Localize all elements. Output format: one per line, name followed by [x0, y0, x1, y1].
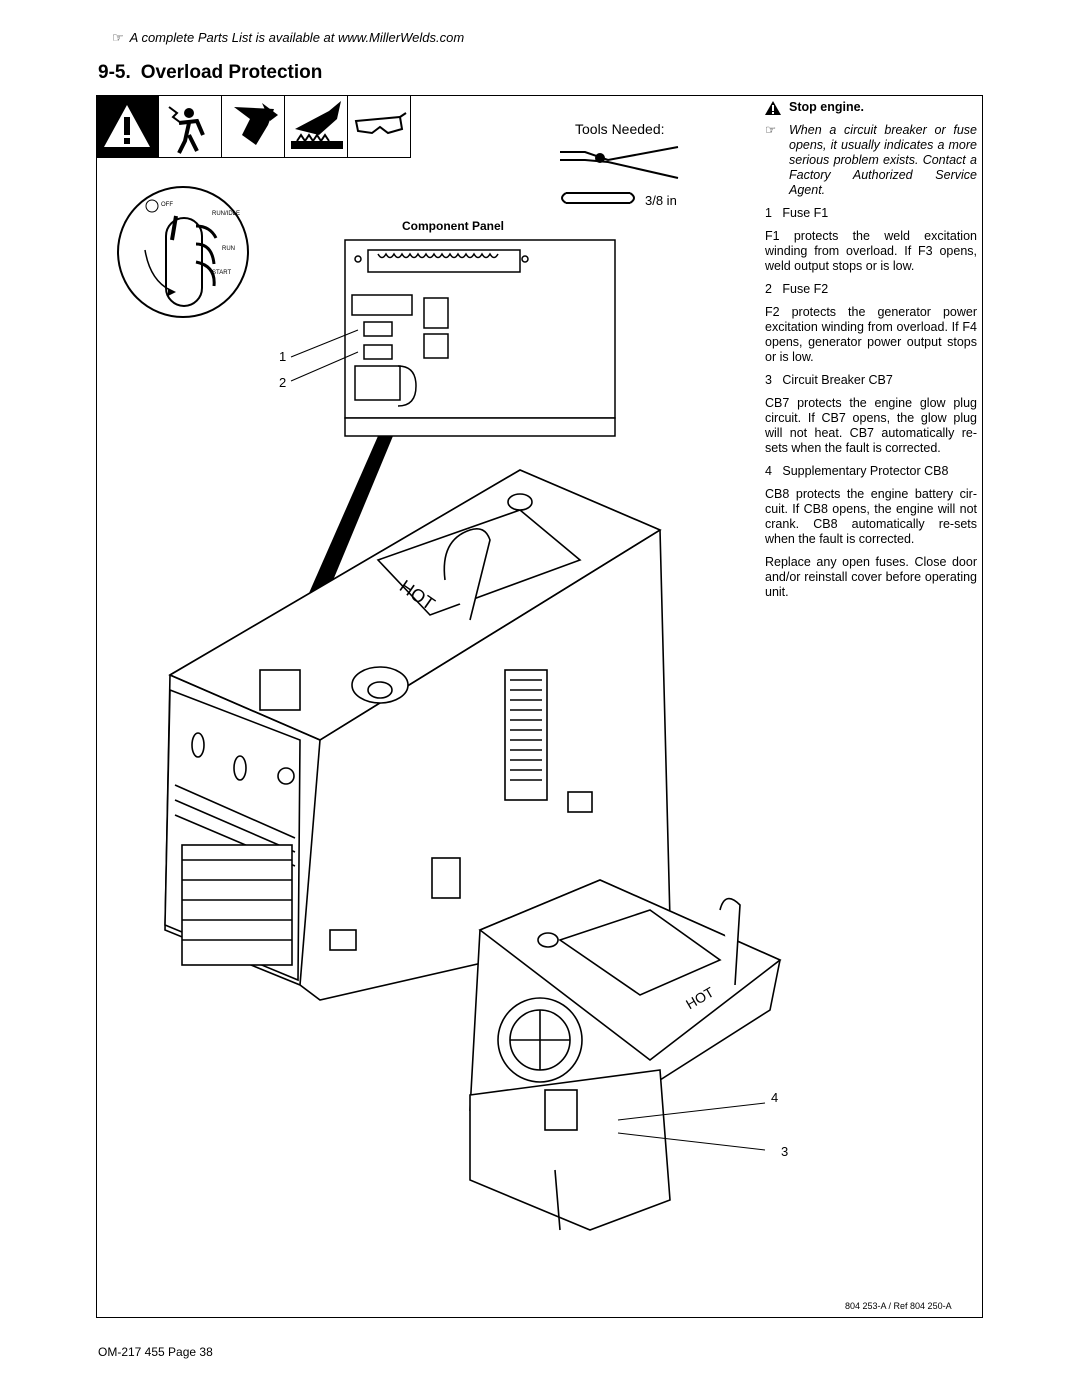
instructions-column: Stop engine. ☞ When a circuit breaker or … [765, 100, 977, 608]
item-3-heading: 3 Circuit Breaker CB7 [765, 373, 893, 387]
general-warning-icon [96, 95, 159, 158]
warning-row: Stop engine. [765, 100, 977, 115]
hot-surface-icon [285, 95, 348, 158]
safety-icon-strip [96, 95, 414, 158]
stop-engine-text: Stop engine. [789, 100, 864, 114]
switch-off-label: OFF [161, 202, 173, 208]
item-4-heading: 4 Supplementary Protector CB8 [765, 464, 949, 478]
switch-run-label: RUN [222, 246, 235, 252]
section-title: 9-5. Overload Protection [98, 62, 332, 84]
callout-3: 3 [781, 1144, 789, 1159]
item-4-description: CB8 protects the engine battery cir-cuit… [765, 487, 977, 546]
item-1-description: F1 protects the weld excitation winding … [765, 229, 977, 273]
figure-frame [96, 95, 983, 1318]
page-footer: OM-217 455 Page 38 [98, 1345, 213, 1359]
switch-start-label: START [212, 270, 232, 276]
electric-shock-icon [159, 95, 222, 158]
switch-run-idle-label: RUN/IDLE [212, 211, 241, 217]
service-note-text: When a circuit breaker or fuse opens, it… [789, 123, 977, 197]
item-1-heading: 1 Fuse F1 [765, 206, 829, 220]
eye-protection-icon [348, 95, 411, 158]
service-note: ☞ When a circuit breaker or fuse opens, i… [765, 123, 977, 198]
parts-list-note: ☞ A complete Parts List is available at w… [112, 30, 464, 46]
callout-1: 1 [279, 349, 287, 364]
component-panel-label: Component Panel [402, 219, 505, 233]
closing-instruction: Replace any open fuses. Close door and/o… [765, 555, 977, 599]
warning-triangle-icon [765, 100, 781, 115]
item-2-heading: 2 Fuse F2 [765, 282, 829, 296]
tools-needed-label: Tools Needed: [575, 121, 665, 137]
figure-reference: 804 253-A / Ref 804 250-A [845, 1301, 952, 1311]
item-2-description: F2 protects the generator power excitati… [765, 305, 977, 364]
callout-2: 2 [279, 375, 287, 390]
wrench-size-label: 3/8 in [645, 193, 677, 208]
callout-4: 4 [771, 1090, 779, 1105]
section-title-text: Overload Protection [140, 62, 323, 83]
parts-list-note-text: A complete Parts List is available at ww… [129, 30, 465, 45]
moving-parts-hazard-icon [222, 95, 285, 158]
pointing-hand-icon: ☞ [765, 123, 777, 137]
section-number: 9-5. [98, 62, 131, 83]
item-3-description: CB7 protects the engine glow plug circui… [765, 396, 977, 455]
pointing-hand-icon: ☞ [112, 30, 124, 45]
